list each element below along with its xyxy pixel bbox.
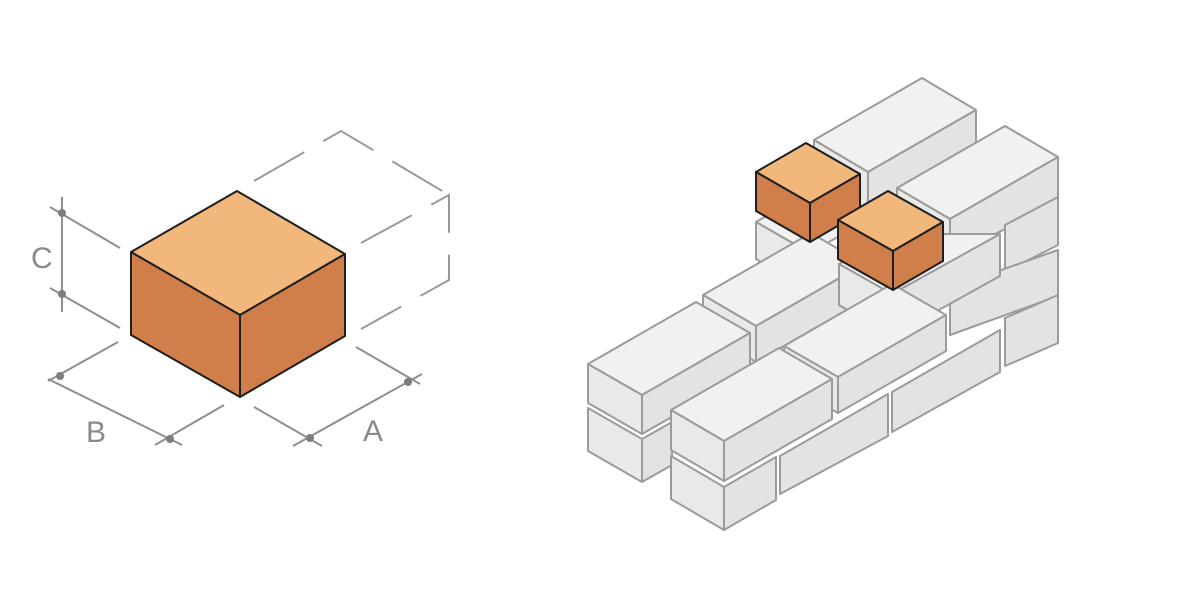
small-orange-brick-1 — [755, 142, 861, 243]
dimension-a-label: A — [363, 415, 383, 448]
wall-brick-front-bottom — [670, 455, 777, 531]
brick-wall-figure — [587, 77, 1059, 531]
reference-brick-dashed-outline — [253, 129, 450, 330]
main-brick-right-face — [239, 253, 346, 398]
wall-brick-lower-right-2 — [779, 393, 889, 495]
wall-brick-front-left-lower — [587, 407, 673, 483]
wall-brick-front-main — [670, 347, 833, 482]
single-brick-figure: C B A — [31, 129, 450, 449]
dimension-a: A — [253, 346, 423, 448]
small-orange-brick-2 — [837, 190, 944, 291]
wall-brick-right-side-1 — [1004, 196, 1059, 273]
main-brick — [130, 190, 346, 398]
wall-brick-right-side-3 — [1004, 294, 1059, 367]
dimension-b: B — [47, 341, 225, 449]
wall-brick-lower-right-1 — [891, 329, 1001, 433]
dimension-b-label: B — [86, 416, 106, 449]
dimension-c: C — [31, 197, 121, 329]
dimension-c-label: C — [31, 242, 53, 275]
